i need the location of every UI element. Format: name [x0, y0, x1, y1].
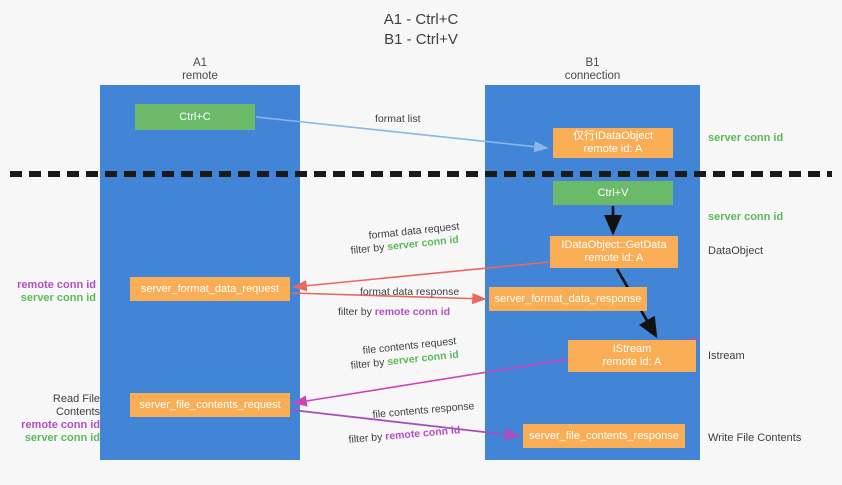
column-a1-role: remote — [182, 70, 218, 82]
label-remote-conn-id-b: remote conn id — [21, 419, 100, 431]
phase-separator — [10, 171, 832, 177]
node-getdata-label: IDataObject::GetData — [561, 239, 667, 251]
title-line-1: A1 - Ctrl+C — [383, 11, 459, 28]
filter-prefix: filter by — [348, 430, 386, 446]
node-idataobject-getdata[interactable]: IDataObject::GetData remote id: A — [550, 236, 678, 268]
node-istream[interactable]: IStream remote id: A — [568, 340, 696, 372]
node-ctrl-c[interactable]: Ctrl+C — [135, 104, 255, 130]
label-dataobject: DataObject — [708, 245, 764, 257]
node-server-format-data-request[interactable]: server_format_data_request — [130, 277, 290, 301]
page-title: A1 - Ctrl+C B1 - Ctrl+V — [0, 10, 842, 50]
edge-label-file-contents-response: file contents response — [372, 400, 475, 421]
column-b1-role: connection — [564, 70, 621, 82]
node-idataobject-remote-id: remote id: A — [583, 143, 643, 155]
node-istream-remote-id: remote id: A — [602, 356, 662, 368]
label-server-conn-id-a: server conn id — [20, 292, 96, 304]
label-server-conn-id-top: server conn id — [708, 132, 784, 144]
node-getdata-remote-id: remote id: A — [584, 252, 644, 264]
label-group-format-conn-ids: remote conn id server conn id — [8, 279, 96, 305]
label-group-read-file-contents: Read File Contents remote conn id server… — [8, 393, 100, 445]
filter-prefix: filter by — [350, 241, 388, 257]
edge-label-file-contents-response-filter: filter by remote conn id — [348, 423, 461, 447]
edge-label-format-data-response-filter: filter by remote conn id — [338, 305, 450, 319]
label-read-file-contents: Read File Contents — [52, 393, 100, 418]
label-write-file-contents: Write File Contents — [708, 432, 802, 444]
node-sfc-response-label: server_file_contents_response — [529, 429, 679, 442]
edge-label-format-data-response: format data response — [360, 286, 460, 298]
node-idataobject-label: 仅行IDataObject — [572, 130, 654, 142]
edge-label-format-list: format list — [375, 113, 421, 125]
node-idataobject[interactable]: 仅行IDataObject remote id: A — [553, 128, 673, 158]
column-b1-name: B1 — [585, 57, 600, 69]
column-header-b1: B1 connection — [485, 57, 700, 83]
column-a1-name: A1 — [192, 57, 208, 69]
node-sfd-request-label: server_format_data_request — [140, 282, 280, 295]
label-server-conn-id-mid: server conn id — [708, 211, 784, 223]
filter-key-remote-conn-id: remote conn id — [374, 306, 451, 318]
filter-prefix: filter by — [338, 306, 375, 318]
label-server-conn-id-b: server conn id — [24, 432, 100, 444]
node-istream-label: IStream — [612, 343, 652, 355]
filter-key-remote-conn-id: remote conn id — [384, 424, 461, 443]
node-server-file-contents-response[interactable]: server_file_contents_response — [523, 424, 685, 448]
node-sfd-response-label: server_format_data_response — [494, 292, 642, 305]
node-server-file-contents-request[interactable]: server_file_contents_request — [130, 393, 290, 417]
node-ctrl-c-label: Ctrl+C — [179, 110, 211, 123]
column-header-a1: A1 remote — [100, 57, 300, 83]
label-remote-conn-id-a: remote conn id — [17, 279, 96, 291]
label-istream: Istream — [708, 350, 745, 362]
filter-prefix: filter by — [350, 356, 388, 372]
node-ctrl-v-label: Ctrl+V — [597, 186, 629, 199]
title-line-2: B1 - Ctrl+V — [384, 31, 458, 48]
node-ctrl-v[interactable]: Ctrl+V — [553, 181, 673, 205]
node-server-format-data-response[interactable]: server_format_data_response — [489, 287, 647, 311]
node-sfc-request-label: server_file_contents_request — [139, 398, 281, 411]
